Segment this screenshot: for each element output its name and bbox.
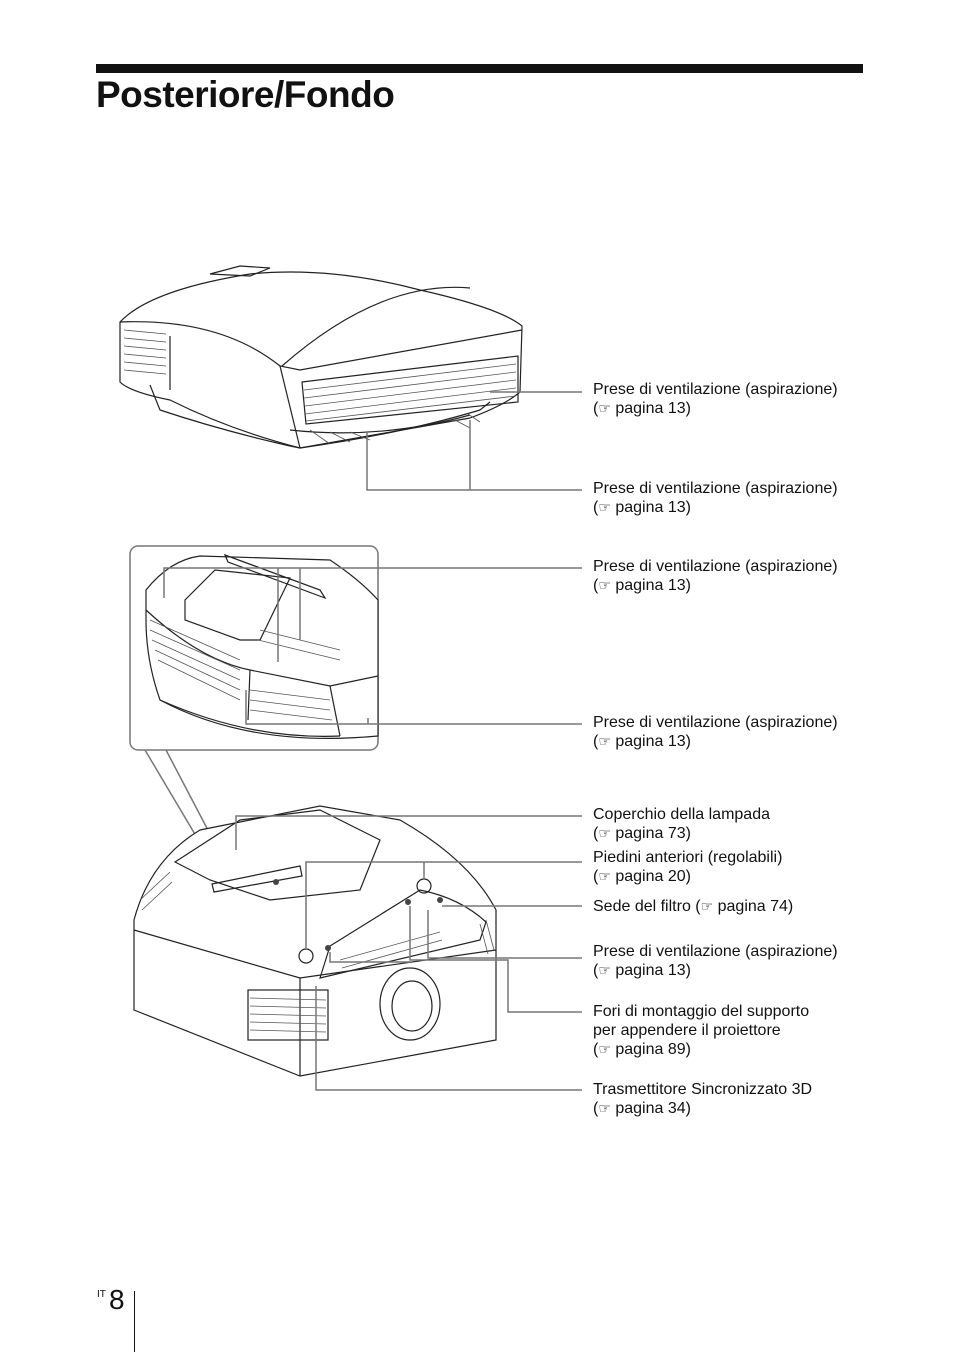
- callout-vent-4: Prese di ventilazione (aspirazione) (☞ p…: [593, 713, 838, 752]
- mounting-screws: [273, 879, 443, 951]
- pointing-hand-icon: ☞: [598, 578, 611, 594]
- callout-label: Sede del filtro (☞ pagina 74): [593, 898, 794, 915]
- callout-filter-housing: Sede del filtro (☞ pagina 74): [593, 897, 793, 917]
- callout-vent-1: Prese di ventilazione (aspirazione) (☞ p…: [593, 380, 838, 419]
- projector-rear-view: [119, 265, 523, 449]
- page-reference: (☞ pagina 34): [593, 1100, 691, 1117]
- callout-vent-5: Prese di ventilazione (aspirazione) (☞ p…: [593, 942, 838, 981]
- page-reference: (☞ pagina 89): [593, 1041, 691, 1058]
- callout-label: Prese di ventilazione (aspirazione): [593, 480, 838, 497]
- page-number: 8: [109, 1284, 125, 1315]
- language-code: IT: [97, 1289, 106, 1300]
- callout-vent-2: Prese di ventilazione (aspirazione) (☞ p…: [593, 479, 838, 518]
- projector-detail-view: [145, 553, 379, 739]
- callout-lamp-cover: Coperchio della lampada (☞ pagina 73): [593, 805, 770, 844]
- page-reference: (☞ pagina 20): [593, 868, 691, 885]
- callout-label: Prese di ventilazione (aspirazione): [593, 943, 838, 960]
- callout-label: Prese di ventilazione (aspirazione): [593, 714, 838, 731]
- pointing-hand-icon: ☞: [598, 869, 611, 885]
- callout-label: Prese di ventilazione (aspirazione): [593, 381, 838, 398]
- vent-grille-bottom: [139, 871, 495, 1033]
- page-reference: (☞ pagina 13): [593, 962, 691, 979]
- vent-grille-detail: [149, 619, 341, 721]
- leader-lines: [163, 391, 582, 1091]
- callout-label: Trasmettitore Sincronizzato 3D: [593, 1081, 813, 1098]
- header-rule: [96, 64, 863, 73]
- pointing-hand-icon: ☞: [598, 401, 611, 417]
- callout-label: Prese di ventilazione (aspirazione): [593, 558, 838, 575]
- vent-grille-rear: [123, 329, 517, 445]
- projector-bottom-view: [133, 805, 497, 1077]
- callout-label: Piedini anteriori (regolabili): [593, 849, 783, 866]
- callout-mounting-holes: Fori di montaggio del supporto per appen…: [593, 1002, 809, 1060]
- callout-front-feet: Piedini anteriori (regolabili) (☞ pagina…: [593, 848, 782, 887]
- callout-label-line2: per appendere il proiettore: [593, 1022, 781, 1039]
- pointing-hand-icon: ☞: [700, 899, 714, 915]
- pointing-hand-icon: ☞: [598, 963, 611, 979]
- callout-3d-sync-transmitter: Trasmettitore Sincronizzato 3D (☞ pagina…: [593, 1080, 812, 1119]
- callout-label: Fori di montaggio del supporto: [593, 1003, 810, 1020]
- page-reference: (☞ pagina 13): [593, 499, 691, 516]
- callout-vent-3: Prese di ventilazione (aspirazione) (☞ p…: [593, 557, 838, 596]
- page-number-divider: [134, 1291, 135, 1352]
- pointing-hand-icon: ☞: [598, 500, 611, 516]
- page-reference: (☞ pagina 13): [593, 733, 691, 750]
- page-title: Posteriore/Fondo: [96, 74, 395, 115]
- page-reference: (☞ pagina 73): [593, 825, 691, 842]
- page-reference: (☞ pagina 13): [593, 577, 691, 594]
- pointing-hand-icon: ☞: [598, 1101, 611, 1117]
- pointing-hand-icon: ☞: [598, 734, 611, 750]
- callout-label: Coperchio della lampada: [593, 806, 770, 823]
- pointing-hand-icon: ☞: [598, 1042, 611, 1058]
- page-reference: (☞ pagina 13): [593, 400, 691, 417]
- pointing-hand-icon: ☞: [598, 826, 611, 842]
